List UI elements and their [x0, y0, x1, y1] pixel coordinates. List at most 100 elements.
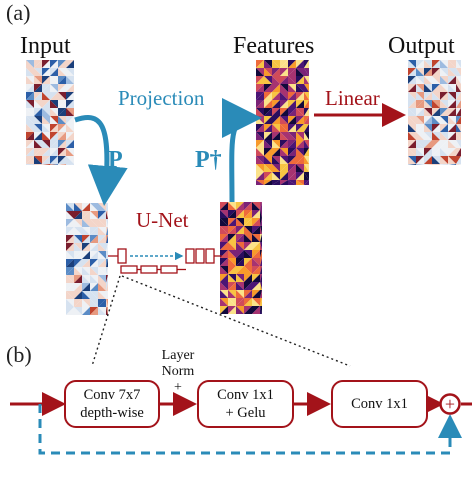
mosaic-tile — [272, 164, 280, 172]
mosaic-tile — [448, 108, 456, 116]
mosaic-tile — [304, 68, 309, 76]
mosaic-tile — [288, 68, 296, 76]
mosaic-tile — [456, 60, 461, 68]
mosaic-tile — [236, 202, 244, 210]
input-header: Input — [20, 33, 71, 59]
mosaic-tile — [58, 156, 66, 164]
mosaic-tile — [280, 164, 288, 172]
mosaic-tile — [252, 210, 260, 218]
mosaic-tile — [58, 92, 66, 100]
mosaic-tile — [58, 84, 66, 92]
mosaic-tile — [304, 108, 309, 116]
mosaic-tile — [456, 108, 461, 116]
mosaic-tile — [42, 132, 50, 140]
mosaic-tile — [440, 100, 448, 108]
mosaic-tile — [220, 306, 228, 314]
mosaic-tile — [440, 132, 448, 140]
mosaic-tile — [424, 84, 432, 92]
mosaic-tile — [98, 235, 106, 243]
mosaic-tile — [260, 250, 262, 258]
mosaic-tile — [98, 259, 106, 267]
mosaic-tile — [416, 92, 424, 100]
mosaic-tile — [440, 108, 448, 116]
mosaic-tile — [260, 218, 262, 226]
mosaic-tile — [408, 148, 416, 156]
mosaic-tile — [408, 60, 416, 68]
mosaic-tile — [264, 76, 272, 84]
mosaic-tile — [296, 84, 304, 92]
mosaic-tile — [74, 283, 82, 291]
mosaic-tile — [288, 76, 296, 84]
mosaic-tile — [432, 84, 440, 92]
mosaic-tile — [236, 266, 244, 274]
mosaic-tile — [220, 218, 228, 226]
mosaic-tile — [228, 218, 236, 226]
mosaic-tile — [66, 108, 74, 116]
mosaic-tile — [236, 282, 244, 290]
mosaic-tile — [272, 140, 280, 148]
mosaic-tile — [34, 92, 42, 100]
mosaic-tile — [288, 108, 296, 116]
mosaic-tile — [228, 258, 236, 266]
mosaic-tile — [34, 84, 42, 92]
mosaic-tile — [82, 275, 90, 283]
mosaic-tile — [416, 116, 424, 124]
mosaic-tile — [264, 60, 272, 68]
mosaic-tile — [50, 76, 58, 84]
mosaic-tile — [416, 76, 424, 84]
mosaic-tile — [272, 116, 280, 124]
mosaic-tile — [50, 140, 58, 148]
mosaic-tile — [82, 259, 90, 267]
mosaic-tile — [272, 68, 280, 76]
mosaic-tile — [252, 226, 260, 234]
mosaic-tile — [228, 234, 236, 242]
mosaic-tile — [456, 100, 461, 108]
mosaic-tile — [296, 116, 304, 124]
mosaic-tile — [34, 148, 42, 156]
mosaic-tile — [42, 116, 50, 124]
mosaic-tile — [448, 156, 456, 164]
mosaic-tile — [74, 307, 82, 315]
mosaic-tile — [424, 132, 432, 140]
mosaic-tile — [432, 132, 440, 140]
zoom-line-left — [91, 275, 121, 367]
mosaic-tile — [66, 227, 74, 235]
mosaic-tile — [82, 251, 90, 259]
mosaic-tile — [26, 140, 34, 148]
mosaic-tile — [416, 84, 424, 92]
mosaic-tile — [74, 259, 82, 267]
mosaic-tile — [272, 124, 280, 132]
mosaic-tile — [106, 275, 108, 283]
mosaic-tile — [264, 116, 272, 124]
mosaic-tile — [448, 68, 456, 76]
panel-b-label: (b) — [6, 342, 32, 367]
mosaic-tile — [228, 282, 236, 290]
mosaic-tile — [42, 140, 50, 148]
mosaic-tile — [90, 251, 98, 259]
mosaic-tile — [296, 60, 304, 68]
mosaic-tile — [288, 84, 296, 92]
mosaic-tile — [74, 299, 82, 307]
mosaic-tile — [256, 60, 264, 68]
features-image — [256, 60, 309, 185]
mosaic-tile — [304, 124, 309, 132]
mosaic-tile — [260, 226, 262, 234]
mosaic-tile — [424, 164, 432, 165]
mosaic-tile — [440, 124, 448, 132]
mosaic-tile — [42, 108, 50, 116]
mosaic-tile — [236, 218, 244, 226]
mosaic-tile — [260, 290, 262, 298]
mosaic-tile — [26, 100, 34, 108]
mosaic-tile — [432, 164, 440, 165]
mosaic-tile — [448, 60, 456, 68]
mosaic-tile — [272, 76, 280, 84]
mosaic-tile — [244, 298, 252, 306]
mosaic-tile — [220, 290, 228, 298]
mosaic-tile — [90, 211, 98, 219]
mosaic-tile — [106, 259, 108, 267]
mosaic-tile — [448, 140, 456, 148]
mosaic-tile — [106, 243, 108, 251]
mosaic-tile — [50, 156, 58, 164]
mosaic-tile — [50, 148, 58, 156]
mosaic-tile — [42, 100, 50, 108]
